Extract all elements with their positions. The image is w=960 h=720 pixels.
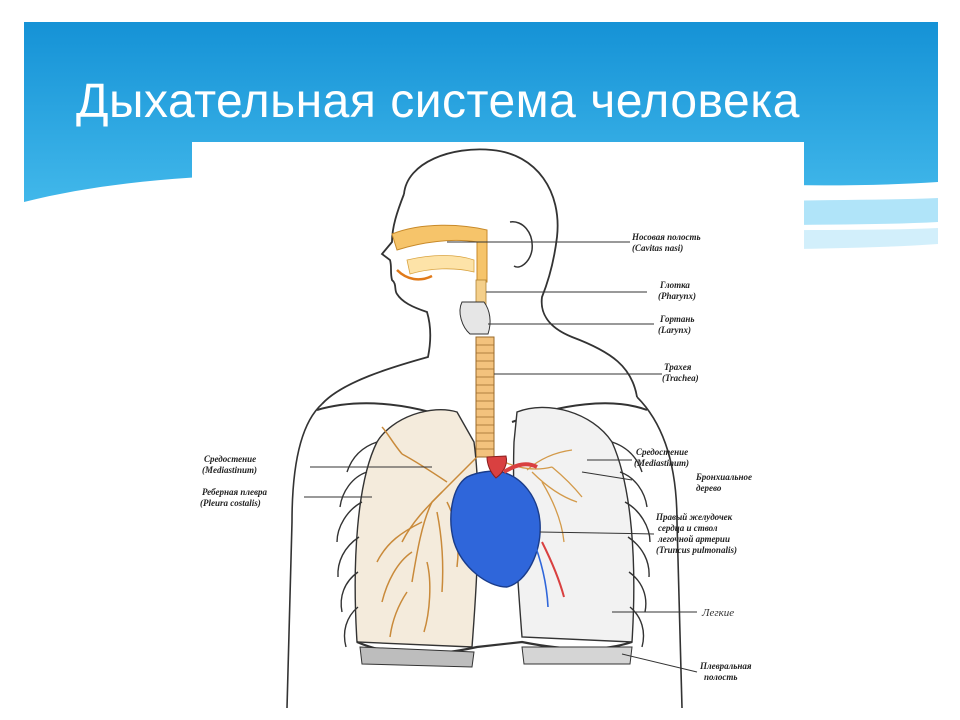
svg-text:(Pleura costalis): (Pleura costalis) <box>200 498 261 508</box>
svg-text:полость: полость <box>704 672 738 682</box>
trachea <box>475 336 495 458</box>
left-ribs <box>336 441 378 648</box>
oral-airway <box>406 255 475 275</box>
nasal-cavity <box>391 224 488 283</box>
label-mediastinum-left: Средостение <box>204 454 256 464</box>
svg-text:(Cavitas nasi): (Cavitas nasi) <box>632 243 683 253</box>
svg-text:(Pharynx): (Pharynx) <box>658 291 696 301</box>
svg-text:(Mediastinum): (Mediastinum) <box>634 458 689 468</box>
right-bronchial-tree <box>493 449 583 543</box>
larynx <box>459 301 491 335</box>
left-shoulder <box>286 403 323 708</box>
svg-text:(Trachea): (Trachea) <box>662 373 699 383</box>
label-trachea: Трахея <box>664 362 692 372</box>
label-nasal-cavity: Носовая полость <box>631 232 701 242</box>
svg-text:сердца и ствол: сердца и ствол <box>658 523 718 533</box>
label-costal-pleura: Реберная плевра <box>202 487 268 497</box>
label-larynx: Гортань <box>659 314 694 324</box>
label-right-ventricle: Правый желудочек <box>655 512 733 522</box>
svg-text:(Larynx): (Larynx) <box>658 325 691 335</box>
svg-text:дерево: дерево <box>696 483 722 493</box>
label-pleural-cavity: Плевральная <box>699 661 752 671</box>
label-lungs: Легкие <box>701 607 734 619</box>
left-bronchial-tree <box>376 426 478 638</box>
tongue <box>396 269 433 281</box>
label-mediastinum-right: Средостение <box>636 447 688 457</box>
svg-text:легочной артерии: легочной артерии <box>657 534 730 544</box>
label-bronchial-tree: Бронхиальное <box>695 472 752 482</box>
aorta <box>486 455 507 479</box>
pulmonary-trunk <box>502 462 538 474</box>
face-profile <box>321 193 432 405</box>
pleural-cavity-area <box>359 646 475 668</box>
pulmonary-vessel <box>541 541 565 598</box>
right-ribs <box>611 441 651 648</box>
head-outline <box>403 148 638 398</box>
label-pharynx: Глотка <box>659 280 690 290</box>
right-shoulder <box>636 396 683 708</box>
ear <box>509 221 533 268</box>
svg-text:(Truncus pulmonalis): (Truncus pulmonalis) <box>656 545 737 555</box>
pleural-cavity-area-right <box>521 646 633 665</box>
vein <box>531 536 549 608</box>
slide-title: Дыхательная система человека <box>76 75 800 128</box>
respiratory-system-diagram: Носовая полость (Cavitas nasi) Глотка (P… <box>192 142 804 708</box>
svg-text:(Mediastinum): (Mediastinum) <box>202 465 257 475</box>
